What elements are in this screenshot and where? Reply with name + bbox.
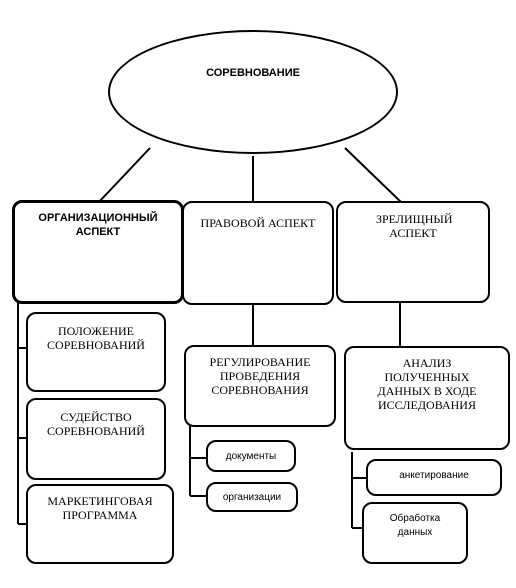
legal-main-label: РЕГУЛИРОВАНИЕ ПРОВЕДЕНИЯ СОРЕВНОВАНИЯ	[209, 355, 311, 397]
spectacular-item-processing: Обработка данных	[362, 502, 468, 564]
org-item-judging: СУДЕЙСТВО СОРЕВНОВАНИЙ	[26, 398, 166, 480]
spectacular-item-processing-label: Обработка данных	[389, 513, 441, 538]
org-item-regulations-label: ПОЛОЖЕНИЕ СОРЕВНОВАНИЙ	[47, 324, 145, 352]
legal-item-organizations: организации	[206, 482, 298, 512]
org-item-regulations: ПОЛОЖЕНИЕ СОРЕВНОВАНИЙ	[26, 312, 166, 392]
aspect-legal: ПРАВОВОЙ АСПЕКТ	[182, 201, 334, 305]
root-ellipse	[108, 30, 398, 154]
spectacular-main: АНАЛИЗ ПОЛУЧЕННЫХ ДАННЫХ В ХОДЕ ИССЛЕДОВ…	[344, 346, 510, 450]
org-item-judging-label: СУДЕЙСТВО СОРЕВНОВАНИЙ	[47, 410, 145, 438]
spectacular-item-survey: анкетирование	[366, 459, 502, 496]
org-item-marketing: МАРКЕТИНГОВАЯ ПРОГРАММА	[26, 484, 174, 564]
spectacular-item-survey-label: анкетирование	[399, 470, 469, 481]
legal-item-documents: документы	[206, 440, 296, 472]
aspect-organizational-label: ОРГАНИЗАЦИОННЫЙ АСПЕКТ	[38, 212, 158, 238]
legal-item-documents-label: документы	[225, 451, 277, 462]
aspect-spectacular-label: ЗРЕЛИЩНЫЙ АСПЕКТ	[376, 212, 453, 240]
legal-main: РЕГУЛИРОВАНИЕ ПРОВЕДЕНИЯ СОРЕВНОВАНИЯ	[184, 345, 336, 427]
aspect-spectacular: ЗРЕЛИЩНЫЙ АСПЕКТ	[336, 201, 490, 303]
legal-item-organizations-label: организации	[222, 492, 282, 503]
spectacular-main-label: АНАЛИЗ ПОЛУЧЕННЫХ ДАННЫХ В ХОДЕ ИССЛЕДОВ…	[377, 356, 477, 412]
root-title: СОРЕВНОВАНИЕ	[206, 67, 300, 79]
org-item-marketing-label: МАРКЕТИНГОВАЯ ПРОГРАММА	[47, 494, 153, 522]
aspect-legal-label: ПРАВОВОЙ АСПЕКТ	[200, 216, 316, 230]
aspect-organizational: ОРГАНИЗАЦИОННЫЙ АСПЕКТ	[12, 200, 184, 304]
